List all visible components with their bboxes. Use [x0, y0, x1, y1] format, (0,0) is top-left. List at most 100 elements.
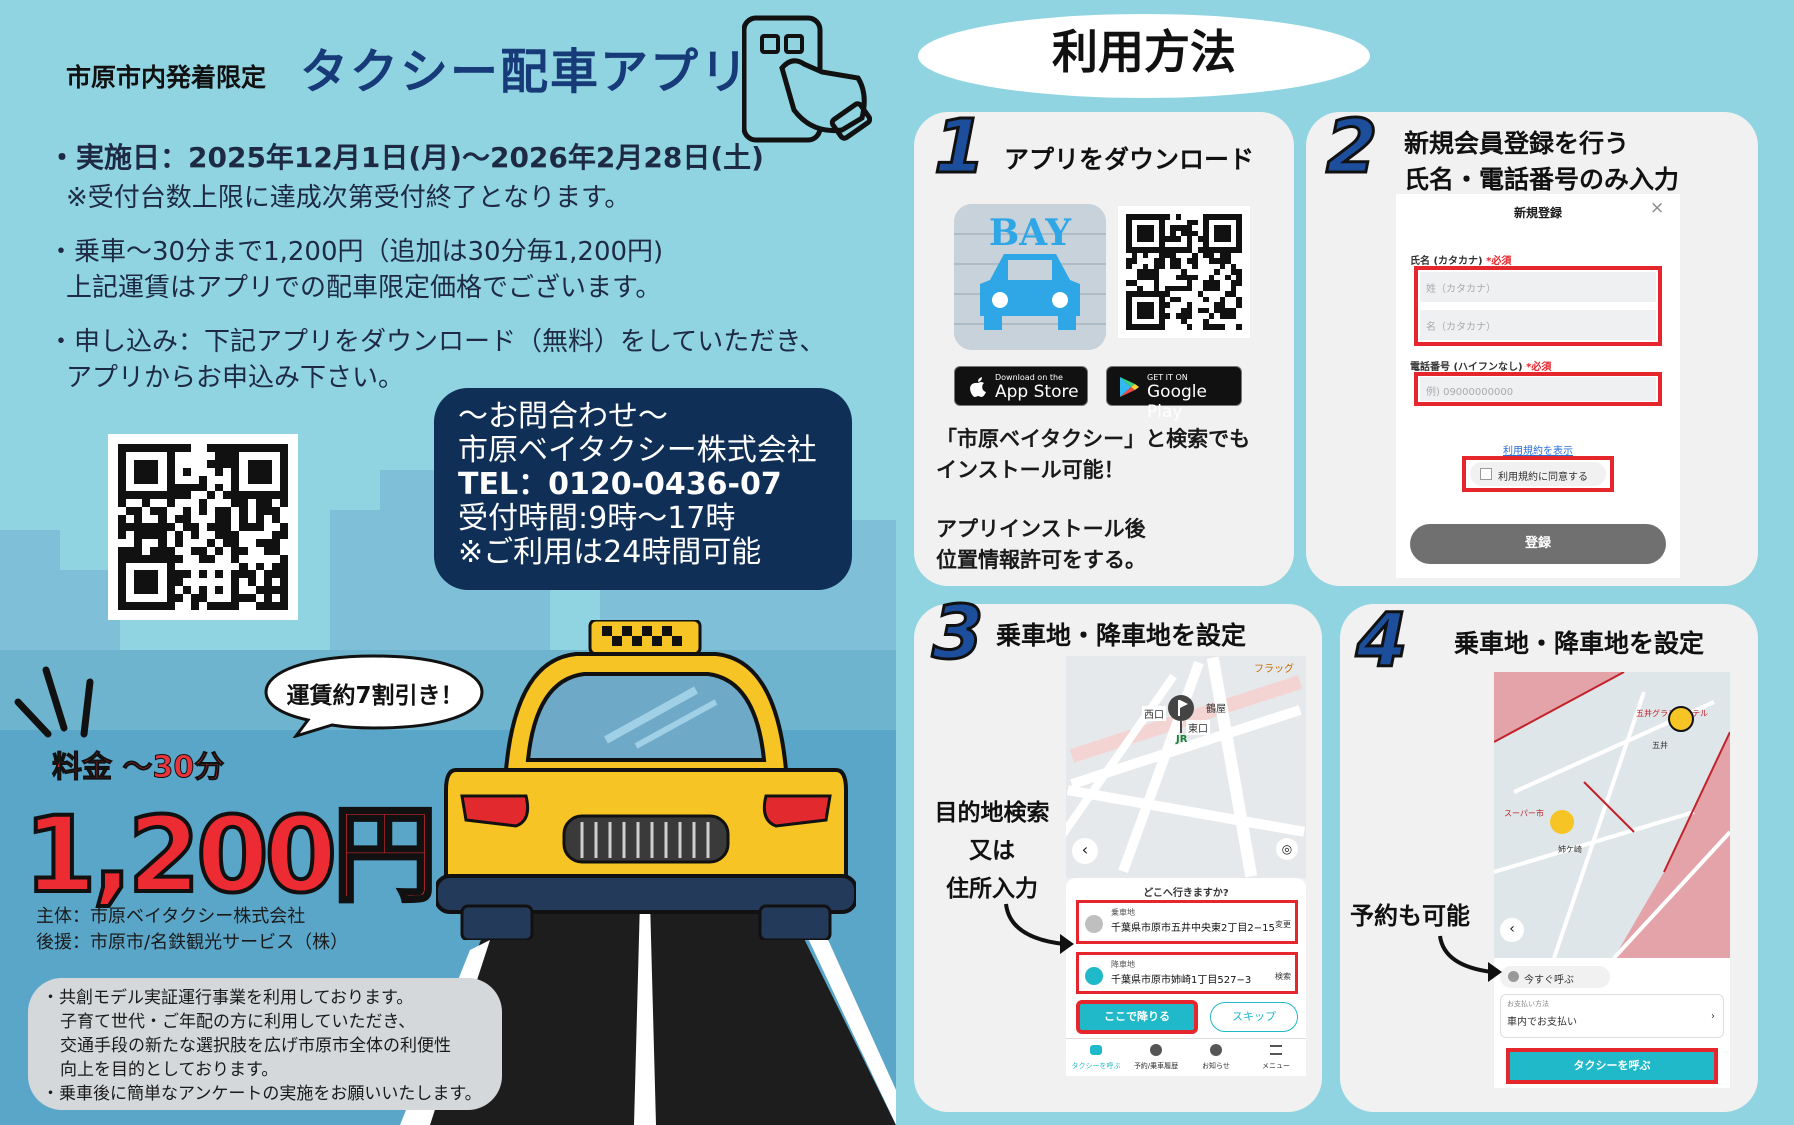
step1-desc: 「市原ベイタクシー」と検索でも インストール可能！ アプリインストール後 位置情… — [936, 424, 1250, 576]
map-label: 西口 — [1142, 706, 1166, 721]
download-qr-code[interactable] — [1118, 206, 1250, 338]
contact-hours: 受付時間:9時〜17時 — [458, 501, 736, 536]
nav-call-taxi[interactable]: タクシーを呼ぶ — [1071, 1062, 1121, 1070]
appstore-main: App Store — [995, 382, 1079, 402]
app-store-badge[interactable]: Download on the App Store — [954, 366, 1088, 406]
contact-note: ※ご利用は24時間可能 — [458, 535, 762, 570]
discount-callout: 運賃約7割引き！ — [286, 683, 464, 709]
current-location-icon[interactable]: ◎ — [1276, 838, 1298, 860]
pickup-row[interactable]: 乗車地 千葉県市原市五井中央東2丁目2−15 変更 — [1076, 900, 1298, 944]
note-line: ・共創モデル実証運行事業を利用しております。 — [42, 988, 414, 1008]
name-label: 氏名 (カタカナ) *必須 — [1410, 256, 1512, 267]
pickup-icon — [1085, 915, 1103, 933]
step2-number: 2 — [1325, 103, 1379, 192]
taxi-nav-icon — [1090, 1045, 1102, 1055]
phone-field-highlight — [1414, 372, 1662, 406]
note-line: 子育て世代・ご年配の方に利用していただき、 — [60, 1012, 416, 1032]
step1-desc-line: 位置情報許可をする。 — [936, 548, 1146, 572]
taxi-illustration — [436, 620, 856, 940]
ride-here-button[interactable]: ここで降りる — [1076, 1000, 1198, 1034]
step3-number: 3 — [931, 589, 985, 678]
step2-title-2: 氏名・電話番号のみ入力 — [1404, 165, 1680, 194]
fare-label: 料金 〜30分 — [51, 750, 225, 786]
step2-title-1: 新規会員登録を行う — [1404, 129, 1630, 158]
note-line: 交通手段の新たな選択肢を広げ市原市全体の利便性 — [60, 1036, 451, 1056]
apply-note: アプリからお申込み下さい。 — [66, 363, 405, 393]
organizer: 主体：市原ベイタクシー株式会社 — [36, 906, 306, 927]
agree-checkbox[interactable]: 利用規約に同意する — [1470, 462, 1606, 486]
call-taxi-button[interactable]: タクシーを呼ぶ — [1506, 1048, 1718, 1084]
call-now-chip[interactable]: 今すぐ呼ぶ — [1500, 966, 1610, 988]
appstore-sub: Download on the — [995, 373, 1063, 382]
name-fields-highlight — [1414, 266, 1662, 346]
note-line: ・乗車後に簡単なアンケートの実施をお願いいたします。 — [42, 1084, 482, 1104]
menu-icon — [1270, 1045, 1282, 1055]
dropoff-row[interactable]: 降車地 千葉県市原市姉崎1丁目527−3 検索 — [1076, 952, 1298, 994]
nav-menu[interactable]: メニュー — [1262, 1062, 1290, 1070]
step1-number: 1 — [933, 103, 987, 192]
side-note-line: 住所入力 — [946, 876, 1038, 902]
payment-label: お支払い方法 — [1507, 1000, 1549, 1008]
speech-bubble — [264, 654, 484, 738]
chevron-right-icon: › — [1711, 1011, 1715, 1022]
register-button[interactable]: 登録 — [1410, 524, 1666, 564]
period-line: ・実施日：2025年12月1日(月)〜2026年2月28日(土) — [48, 141, 764, 174]
destination-sheet: どこへ行きますか? 乗車地 千葉県市原市五井中央東2丁目2−15 変更 降車地 … — [1066, 878, 1306, 1038]
step3-side-note: 目的地検索 又は 住所入力 — [920, 794, 1064, 908]
agree-label: 利用規約に同意する — [1498, 472, 1588, 483]
taxi-app-icon — [954, 204, 1106, 350]
change-link[interactable]: 変更 — [1275, 920, 1291, 929]
agree-highlight — [1462, 456, 1614, 492]
howto-title: 利用方法 — [1052, 25, 1236, 79]
notes-box: ・共創モデル実証運行事業を利用しております。 子育て世代・ご年配の方に利用してい… — [28, 978, 502, 1110]
app-qr-code[interactable] — [108, 434, 298, 620]
phone-label: 電話番号 (ハイフンなし) *必須 — [1410, 362, 1552, 373]
search-link[interactable]: 検索 — [1275, 972, 1291, 981]
sei-input[interactable]: 姓（カタカナ） — [1420, 272, 1656, 302]
payment-select[interactable]: お支払い方法 車内でお支払い › — [1500, 994, 1724, 1038]
side-note-line: 目的地検索 — [934, 800, 1050, 826]
googleplay-sub: GET IT ON — [1147, 373, 1188, 382]
mei-input[interactable]: 名（カタカナ） — [1420, 310, 1656, 340]
fare-price: 1,200円 — [22, 792, 439, 918]
contact-phone[interactable]: TEL：0120-0436-07 — [458, 467, 782, 502]
step3-title: 乗車地・降車地を設定 — [996, 621, 1247, 650]
flyer-title: タクシー配車アプリ — [300, 44, 751, 100]
bay-taxi-app-logo[interactable]: BAY — [954, 204, 1106, 350]
map-view[interactable]: 西口 JR 東口 フラッグ 鶴屋 ‹ ◎ — [1066, 656, 1306, 878]
googleplay-main: Google Play — [1147, 382, 1207, 422]
map-view[interactable]: 五井グランドホテル 五井 スーパー市 姉ケ崎 ‹ — [1494, 672, 1730, 958]
taxi-location-icon — [1668, 706, 1694, 732]
map-label: 五井 — [1652, 741, 1668, 750]
step1-desc-line: インストール可能！ — [936, 458, 1125, 482]
call-now-label: 今すぐ呼ぶ — [1524, 975, 1574, 986]
map-label: JR — [1176, 734, 1188, 745]
signup-form-screenshot: 新規登録 × 氏名 (カタカナ) *必須 姓（カタカナ） 名（カタカナ） 電話番… — [1396, 194, 1680, 578]
apply-line: ・申し込み：下記アプリをダウンロード（無料）をしていただき、 — [48, 327, 826, 357]
terms-link[interactable]: 利用規約を表示 — [1503, 446, 1573, 457]
skip-button[interactable]: スキップ — [1210, 1002, 1298, 1032]
map-label: 鶴屋 — [1206, 704, 1226, 715]
flyer-panel: 市原市内発着限定 タクシー配車アプリ ・実施日：2025年12月1日(月)〜20… — [0, 0, 896, 1125]
phone-input[interactable]: 例) 09000000000 — [1420, 377, 1656, 401]
map-label: 東口 — [1186, 720, 1210, 735]
google-play-badge[interactable]: GET IT ON Google Play — [1106, 366, 1242, 422]
close-icon[interactable]: × — [1650, 198, 1665, 218]
side-note-line: 又は — [969, 838, 1015, 864]
step4-title: 乗車地・降車地を設定 — [1454, 629, 1705, 658]
step1-title: アプリをダウンロード — [1004, 145, 1255, 174]
google-play-icon — [1120, 377, 1139, 397]
map-back-icon[interactable]: ‹ — [1500, 918, 1524, 942]
destination-screenshot: 西口 JR 東口 フラッグ 鶴屋 ‹ ◎ どこへ行きますか? 乗車地 千葉県市原… — [1066, 656, 1306, 1076]
nav-history[interactable]: 予約/乗車履歴 — [1133, 1062, 1179, 1070]
map-back-icon[interactable]: ‹ — [1072, 838, 1098, 864]
nav-notice[interactable]: お知らせ — [1202, 1062, 1230, 1070]
period-note: ※受付台数上限に達成次第受付終了となります。 — [66, 183, 631, 213]
form-title: 新規登録 — [1513, 206, 1562, 220]
fare-note: 上記運賃はアプリでの配車限定価格でございます。 — [66, 273, 662, 303]
flag-pin-icon — [1168, 695, 1194, 733]
apple-icon — [970, 377, 986, 397]
bell-icon — [1210, 1044, 1222, 1056]
bottom-nav: タクシーを呼ぶ 予約/乗車履歴 お知らせ メニュー — [1066, 1038, 1306, 1076]
step1-desc-line: アプリインストール後 — [936, 517, 1146, 541]
